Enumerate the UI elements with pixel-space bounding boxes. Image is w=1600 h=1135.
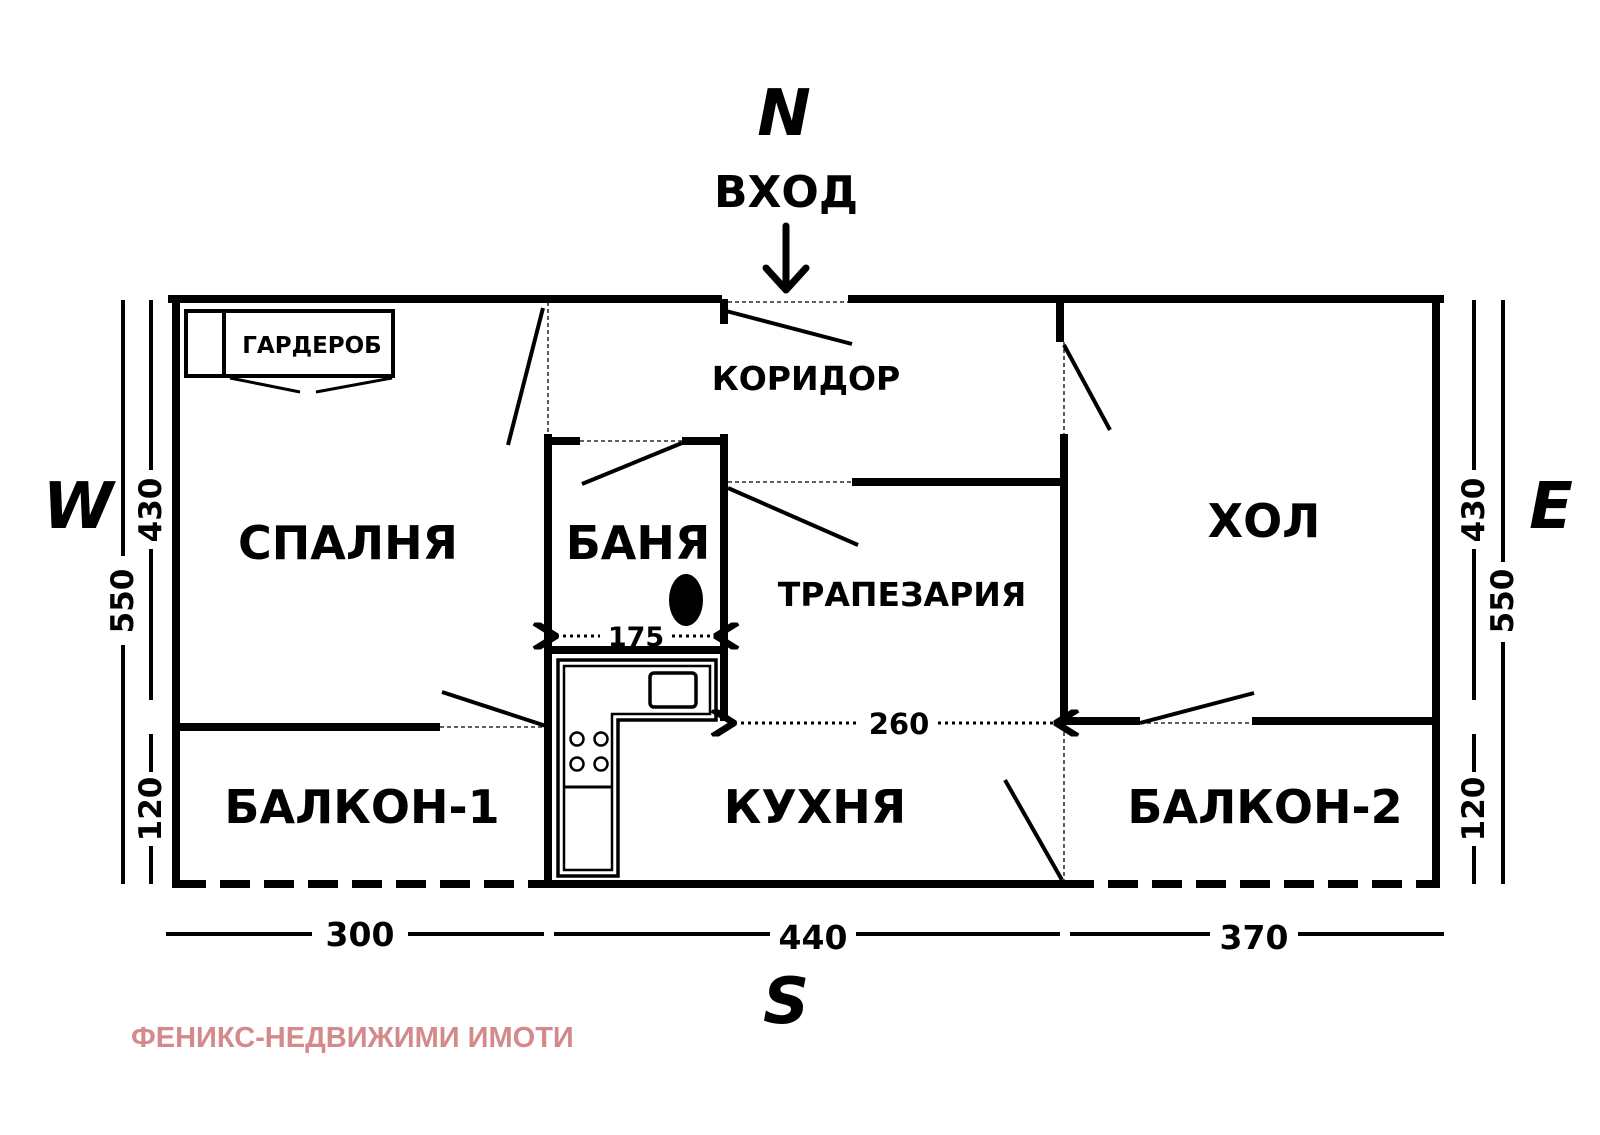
entrance-arrow-icon [762,222,810,294]
west-dimensions [121,300,153,884]
east-dimensions [1472,300,1505,884]
west-total-label: 550 [105,569,141,634]
outer-walls [168,295,1444,888]
inner-walls [176,299,1436,888]
room-label-balcony-1: БАЛКОН-1 [224,780,499,834]
east-upper-label: 430 [1456,478,1492,543]
door-thresholds [440,301,1252,884]
compass-west: W [43,470,117,544]
door-leaves [441,307,1255,881]
toilet-icon [669,574,703,626]
room-label-dining: ТРАПЕЗАРИЯ [778,575,1027,614]
compass-north: N [757,77,811,151]
south-middle-label: 440 [779,918,848,957]
south-right-label: 370 [1220,918,1289,957]
inner-width-dimension: 260 [734,707,1056,741]
room-label-living: ХОЛ [1208,494,1321,548]
east-total-label: 550 [1485,569,1521,634]
west-upper-label: 430 [133,478,169,543]
entrance-label: ВХОД [714,167,858,218]
compass-south: S [763,965,809,1039]
room-label-bedroom: СПАЛНЯ [238,516,458,570]
wardrobe [184,309,395,394]
watermark-text: ФЕНИКС-НЕДВИЖИМИ ИМОТИ [131,1022,574,1054]
room-label-kitchen: КУХНЯ [724,780,906,834]
stove-icon [569,731,609,772]
room-label-balcony-2: БАЛКОН-2 [1127,780,1402,834]
west-lower-label: 120 [133,777,169,842]
bath-width-label: 175 [608,622,664,653]
kitchen-counter [556,658,718,878]
bath-width-dimension: 175 [556,622,716,653]
room-label-wardrobe: ГАРДЕРОБ [242,333,381,359]
compass-east: E [1529,470,1573,544]
south-left-label: 300 [326,915,395,954]
room-label-bathroom: БАНЯ [566,516,711,570]
room-label-corridor: КОРИДОР [712,359,900,398]
inner-width-label: 260 [869,707,930,741]
east-lower-label: 120 [1456,777,1492,842]
